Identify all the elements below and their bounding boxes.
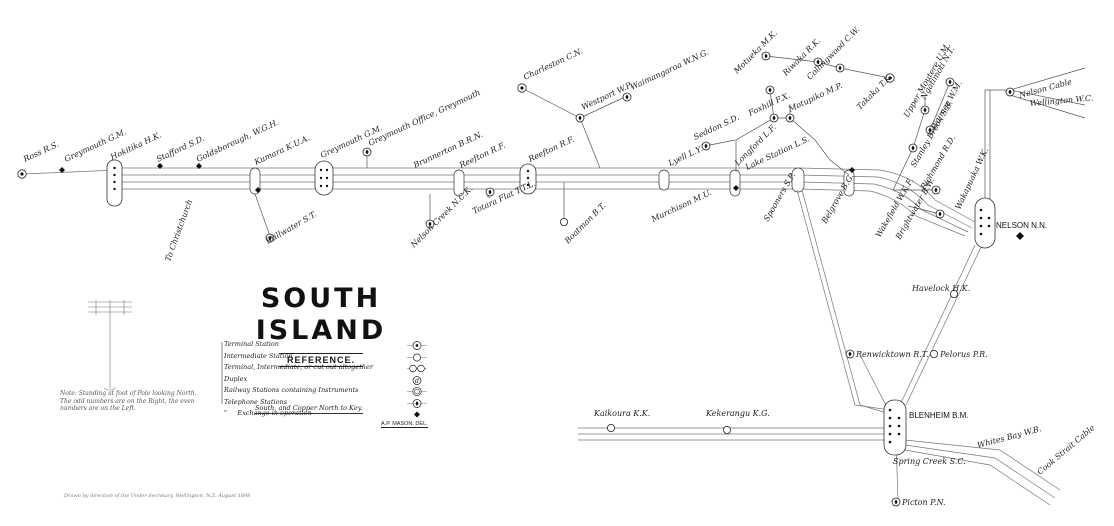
spooners-station <box>791 167 805 193</box>
label-foxhill: Foxhill F.X. <box>746 91 791 119</box>
duplex-icon: d <box>412 375 422 385</box>
station-markers <box>265 51 1024 507</box>
map-subtitle: REFERENCE. <box>278 353 363 367</box>
label-motueka: Motueka M.K. <box>731 28 779 76</box>
label-kaikoura: Kaikoura K.K. <box>593 409 650 418</box>
map-title: SOUTH ISLAND <box>255 283 387 346</box>
label-boatman: Boatman B.T. <box>562 201 607 246</box>
label-ross: Ross R.S. <box>21 140 60 165</box>
label-brightwater: Brightwater B.W. <box>893 176 936 242</box>
label-kumara: Kumara K.U.A. <box>252 133 311 167</box>
label-to-christchurch: To Christchurch <box>163 198 194 262</box>
label-kekerangu: Kekerangu K.G. <box>705 409 770 418</box>
label-lyell: Lyell L.Y. <box>666 144 704 168</box>
label-charleston: Charleston C.N. <box>522 46 584 81</box>
label-renwicktown: Renwicktown R.T. <box>855 350 929 359</box>
pole-diagram <box>88 300 132 391</box>
longford-station <box>729 169 741 197</box>
legend-note: South, and Copper North to Key. <box>225 404 425 414</box>
label-whites-bay: Whites Bay W.B. <box>976 424 1042 450</box>
label-nelson: NELSON N.N. <box>996 221 1047 230</box>
brunnerton-station <box>453 169 465 197</box>
legend-label: Terminal Station <box>224 340 279 348</box>
label-stanley-brook: Stanley Brook S.B. <box>909 99 955 169</box>
label-murchison: Murchison M.U. <box>649 188 713 224</box>
label-spooners: Spooners S.P. <box>762 171 797 223</box>
terminal-station-icon <box>407 341 427 350</box>
designer-credit: A.P. MASON. DEL. <box>381 421 428 428</box>
telephone-station-icon <box>407 398 427 408</box>
label-pelorus: Pelorus P.R. <box>939 350 988 359</box>
label-takaka: Takaka T.K. <box>855 72 894 111</box>
footer-note: Drawn by direction of the Under-Secretar… <box>64 493 251 499</box>
svg-text:d: d <box>415 378 419 385</box>
greymouth-junction <box>314 160 334 196</box>
label-havelock: Havelock H.K. <box>911 284 970 293</box>
blenheim-terminal <box>883 399 907 456</box>
legend-row: Telephone Stations <box>222 398 442 410</box>
station-labels: Ross R.S. Greymouth G.M. Hokitika H.K. S… <box>21 25 1097 507</box>
label-picton: Picton P.N. <box>901 498 945 507</box>
cutout-station-icon <box>407 364 427 373</box>
legend-label: Duplex <box>224 374 248 383</box>
legend-label: Intermediate Station <box>224 351 293 360</box>
label-motupiko: Motupiko M.P. <box>786 81 844 114</box>
legend-row: Terminal Station <box>222 340 442 352</box>
label-cook-strait-cable: Cook Strait Cable <box>1036 423 1097 476</box>
legend-note-text: South, and Copper North to Key. <box>255 404 363 414</box>
pole-note: Note: Standing at foot of Pole looking N… <box>60 390 197 412</box>
nelson-terminal <box>974 197 996 249</box>
label-reefton-2: Reefton R.F. <box>526 135 576 165</box>
railway-station-icon <box>407 386 427 397</box>
legend-row: Duplex d <box>222 375 442 387</box>
label-totara-flat: Totara Flat T.T.L. <box>471 179 537 216</box>
legend-label: Railway Stations containing Instruments <box>224 386 359 394</box>
branch-lines <box>254 55 1086 237</box>
label-collingwood: Collingwood C.W. <box>805 25 861 81</box>
main-trunk-lines <box>118 167 976 237</box>
legend-row: Intermediate Station <box>222 352 442 364</box>
title-block: SOUTH ISLAND REFERENCE. <box>196 283 446 367</box>
label-blenheim: BLENHEIM B.M. <box>909 411 969 420</box>
label-stillwater: Stillwater S.T. <box>265 210 319 246</box>
label-belgrove: Belgrove B.G. <box>819 172 855 226</box>
label-nelson-creek: Nelson Creek N.C.K. <box>408 184 474 250</box>
legend-label: Telephone Stations <box>224 397 288 406</box>
ross-line <box>22 169 119 175</box>
label-seddon: Seddon S.D. <box>692 113 741 142</box>
label-waimangaroa: Waimangaroa W.N.G. <box>629 48 710 92</box>
label-spring-creek: Spring Creek S.C. <box>893 457 966 466</box>
lyell-station <box>658 169 670 191</box>
legend-label: Terminal, Intermediate, or cut out altog… <box>224 363 373 371</box>
legend-row: Terminal, Intermediate, or cut out altog… <box>222 363 442 375</box>
legend-row: Railway Stations containing Instruments <box>222 386 442 398</box>
exchange-icon <box>414 411 420 418</box>
intermediate-station-icon <box>407 353 427 361</box>
legend-ditto-mark: " <box>224 409 227 417</box>
